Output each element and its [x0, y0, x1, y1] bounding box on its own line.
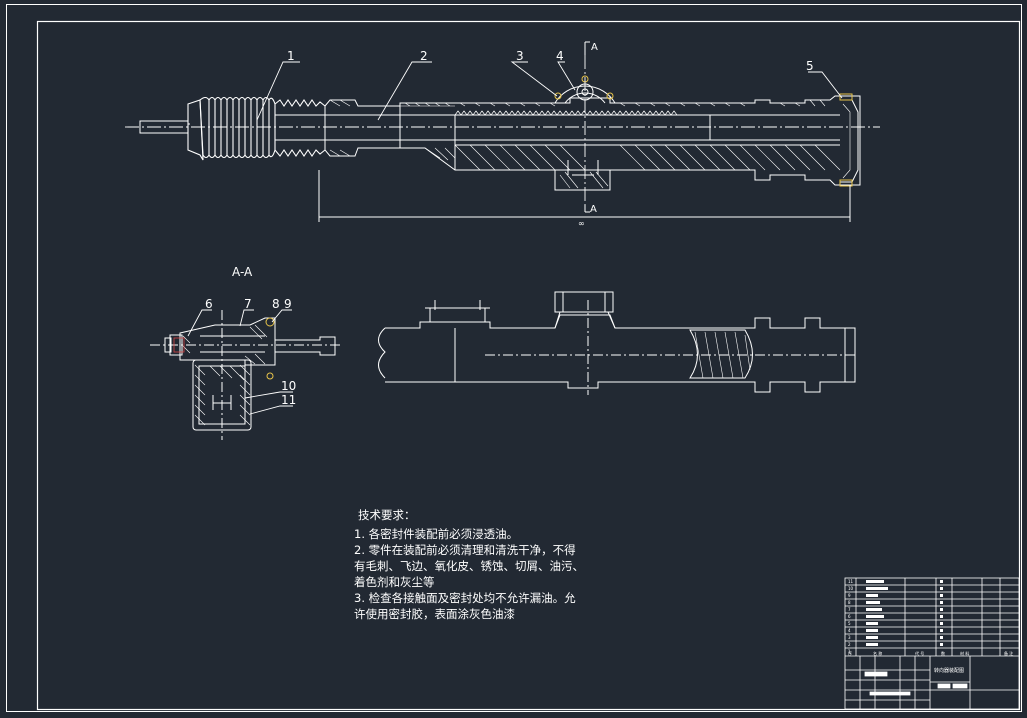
section-label: A-A [232, 265, 253, 279]
row-number: 6 [848, 614, 851, 619]
header-code: 代 号 [915, 650, 924, 656]
notes-line-4: 着色剂和灰尘等 [354, 575, 435, 589]
header-note: 备 注 [1004, 650, 1013, 656]
row-number: 11 [848, 579, 854, 584]
part-number-6: 6 [205, 297, 213, 311]
pinion-box [554, 160, 611, 191]
rack-teeth [454, 110, 678, 116]
row-number: 8 [848, 600, 851, 605]
labels-top: 1 2 3 4 5 A A ∞ [287, 42, 814, 228]
housing-part-view [378, 291, 856, 395]
row-number: 4 [848, 628, 851, 633]
leaders-section [187, 309, 293, 415]
top-assembly-view [125, 41, 880, 222]
notes-line-5: 3. 检查各接触面及密封处均不允许漏油。允 [354, 591, 576, 605]
part-number-9: 9 [284, 297, 292, 311]
title-block-text: 11 10 9 8 7 6 5 4 3 2 1 序 名 称 代 号 数 材 料 … [848, 579, 1013, 674]
housing-outline [324, 95, 861, 191]
cut-mark-bottom: A [590, 204, 597, 215]
header-name: 名 称 [873, 650, 882, 656]
notes-title: 技术要求： [358, 508, 416, 522]
row-number: 9 [848, 593, 851, 598]
technical-requirements: 技术要求： 1. 各密封件装配前必须浸透油。 2. 零件在装配前必须清理和清洗干… [354, 507, 584, 622]
title-block-cell-marks [866, 580, 943, 646]
header-seq: 序 [848, 650, 852, 656]
notes-line-3: 有毛刺、飞边、氧化皮、锈蚀、切屑、油污、 [354, 559, 584, 573]
row-number: 3 [848, 635, 851, 640]
part-number-5: 5 [806, 59, 814, 73]
dimension-text: ∞ [578, 219, 585, 228]
row-number: 1 [848, 649, 851, 654]
header-material: 材 料 [960, 650, 969, 656]
notes-line-1: 1. 各密封件装配前必须浸透油。 [354, 527, 519, 541]
notes-line-6: 许使用密封胶，表面涂灰色油漆 [354, 607, 515, 621]
title-block [844, 577, 1020, 710]
part-number-4: 4 [556, 49, 564, 63]
notes-line-2: 2. 零件在装配前必须清理和清洗干净，不得 [354, 543, 576, 557]
outer-border [6, 4, 1022, 712]
housing-hatch [329, 99, 841, 171]
row-number: 10 [848, 586, 854, 591]
header-qty: 数 [941, 650, 945, 656]
drawing-name: 转向器装配图 [934, 667, 964, 674]
part-number-2: 2 [420, 49, 428, 63]
bellows-boot [187, 96, 326, 161]
leaders-top [256, 61, 843, 121]
part-number-10: 10 [281, 379, 296, 393]
part-number-3: 3 [516, 49, 524, 63]
part-number-8: 8 [272, 297, 280, 311]
row-number: 2 [848, 642, 851, 647]
row-number: 7 [848, 607, 851, 612]
part-number-7: 7 [244, 297, 252, 311]
labels-section: A-A 6 7 8 9 10 11 [205, 265, 296, 407]
row-number: 5 [848, 621, 851, 626]
inner-border [36, 20, 1021, 711]
right-end-cap [839, 93, 859, 187]
part-number-11: 11 [281, 393, 296, 407]
section-view-a-a [150, 310, 342, 440]
cut-mark-top: A [591, 42, 598, 53]
part-number-1: 1 [287, 49, 295, 63]
